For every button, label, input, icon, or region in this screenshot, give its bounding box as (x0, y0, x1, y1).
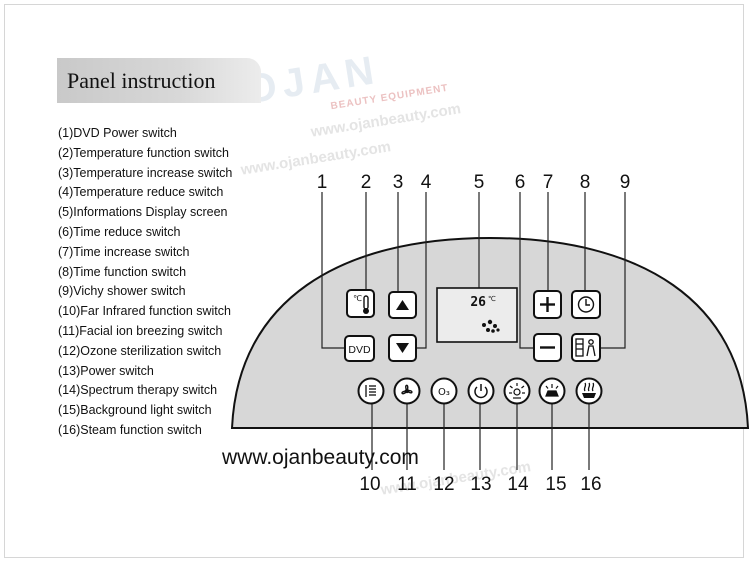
legend-item: (7)Time increase switch (58, 244, 190, 259)
callout-number: 8 (580, 172, 591, 193)
facial-ion-breezing-button[interactable] (393, 377, 421, 405)
legend-item: (16)Steam function switch (58, 422, 202, 437)
callout-number: 10 (359, 474, 380, 495)
dvd-power-button[interactable]: DVD (344, 335, 375, 362)
legend-item: (6)Time reduce switch (58, 224, 181, 239)
fan-icon (401, 384, 413, 395)
dvd-label: DVD (348, 344, 371, 356)
legend-item: (8)Time function switch (58, 264, 187, 279)
temperature-function-button[interactable]: ℃ (346, 289, 375, 318)
power-icon (474, 384, 488, 399)
legend-item: (11)Facial ion breezing switch (58, 323, 223, 338)
legend-item: (14)Spectrum therapy switch (58, 383, 218, 398)
callout-number: 15 (545, 474, 566, 495)
legend-item: (1)DVD Power switch (58, 126, 177, 140)
steam-icon (582, 382, 596, 398)
callout-number: 9 (620, 172, 631, 193)
callout-number: 16 (580, 474, 601, 495)
callout-number: 6 (515, 172, 526, 193)
callout-number: 5 (474, 172, 485, 193)
triangle-down-icon (396, 343, 409, 353)
lamp-icon (545, 384, 559, 397)
vichy-shower-button[interactable] (571, 333, 601, 362)
legend-item: (15)Background light switch (58, 403, 212, 418)
header-band (57, 58, 261, 103)
svg-text:℃: ℃ (353, 294, 362, 303)
time-function-button[interactable] (571, 290, 601, 319)
legend-item: (4)Temperature reduce switch (58, 185, 224, 200)
time-reduce-button[interactable] (533, 333, 562, 362)
callout-number: 7 (543, 172, 554, 193)
thermometer-icon: ℃ (353, 294, 369, 314)
legend-list: (1)DVD Power switch (2)Temperature funct… (58, 124, 232, 441)
legend-item: (3)Temperature increase switch (58, 165, 233, 180)
display-reading: 26 (470, 295, 486, 310)
ozone-sterilization-button[interactable]: O₃ (430, 377, 458, 405)
legend-item: (10)Far Infrared function switch (58, 304, 231, 319)
clock-icon (577, 296, 595, 313)
leader-lines-bottom (371, 402, 590, 470)
power-button[interactable] (467, 377, 495, 405)
time-increase-button[interactable] (533, 290, 562, 319)
background-light-button[interactable] (538, 377, 566, 405)
temperature-reduce-button[interactable] (388, 334, 417, 362)
legend-item: (5)Informations Display screen (58, 205, 228, 220)
legend-item: (2)Temperature function switch (58, 145, 229, 160)
ozone-icon: O₃ (438, 387, 450, 398)
temperature-increase-button[interactable] (388, 291, 417, 319)
page-title: Panel instruction (67, 68, 216, 93)
callout-number: 2 (361, 172, 372, 193)
legend-item: (13)Power switch (58, 363, 154, 378)
spectrum-icon (509, 383, 525, 399)
callout-number: 4 (421, 172, 432, 193)
spectrum-therapy-button[interactable] (503, 377, 531, 405)
far-infrared-button[interactable] (357, 377, 385, 405)
steam-function-button[interactable] (575, 377, 603, 405)
callout-number: 3 (393, 172, 404, 193)
callout-number: 1 (317, 172, 328, 193)
information-display-screen: 26 ℃ (436, 287, 518, 343)
fan-status-icon (482, 319, 500, 333)
leader-lines-top (321, 192, 626, 349)
shower-icon (575, 338, 596, 357)
website-url: www.ojanbeauty.com (222, 446, 419, 469)
callout-number: 12 (433, 474, 454, 495)
far-infrared-icon (365, 385, 376, 397)
callout-number: 14 (507, 474, 529, 495)
legend-item: (12)Ozone sterilization switch (58, 343, 222, 358)
legend-item: (9)Vichy shower switch (58, 284, 186, 299)
display-unit: ℃ (488, 295, 496, 303)
callout-number: 11 (397, 474, 417, 495)
image-frame (4, 4, 744, 558)
triangle-up-icon (396, 300, 409, 310)
plus-icon (540, 297, 555, 312)
callout-number: 13 (470, 474, 491, 495)
